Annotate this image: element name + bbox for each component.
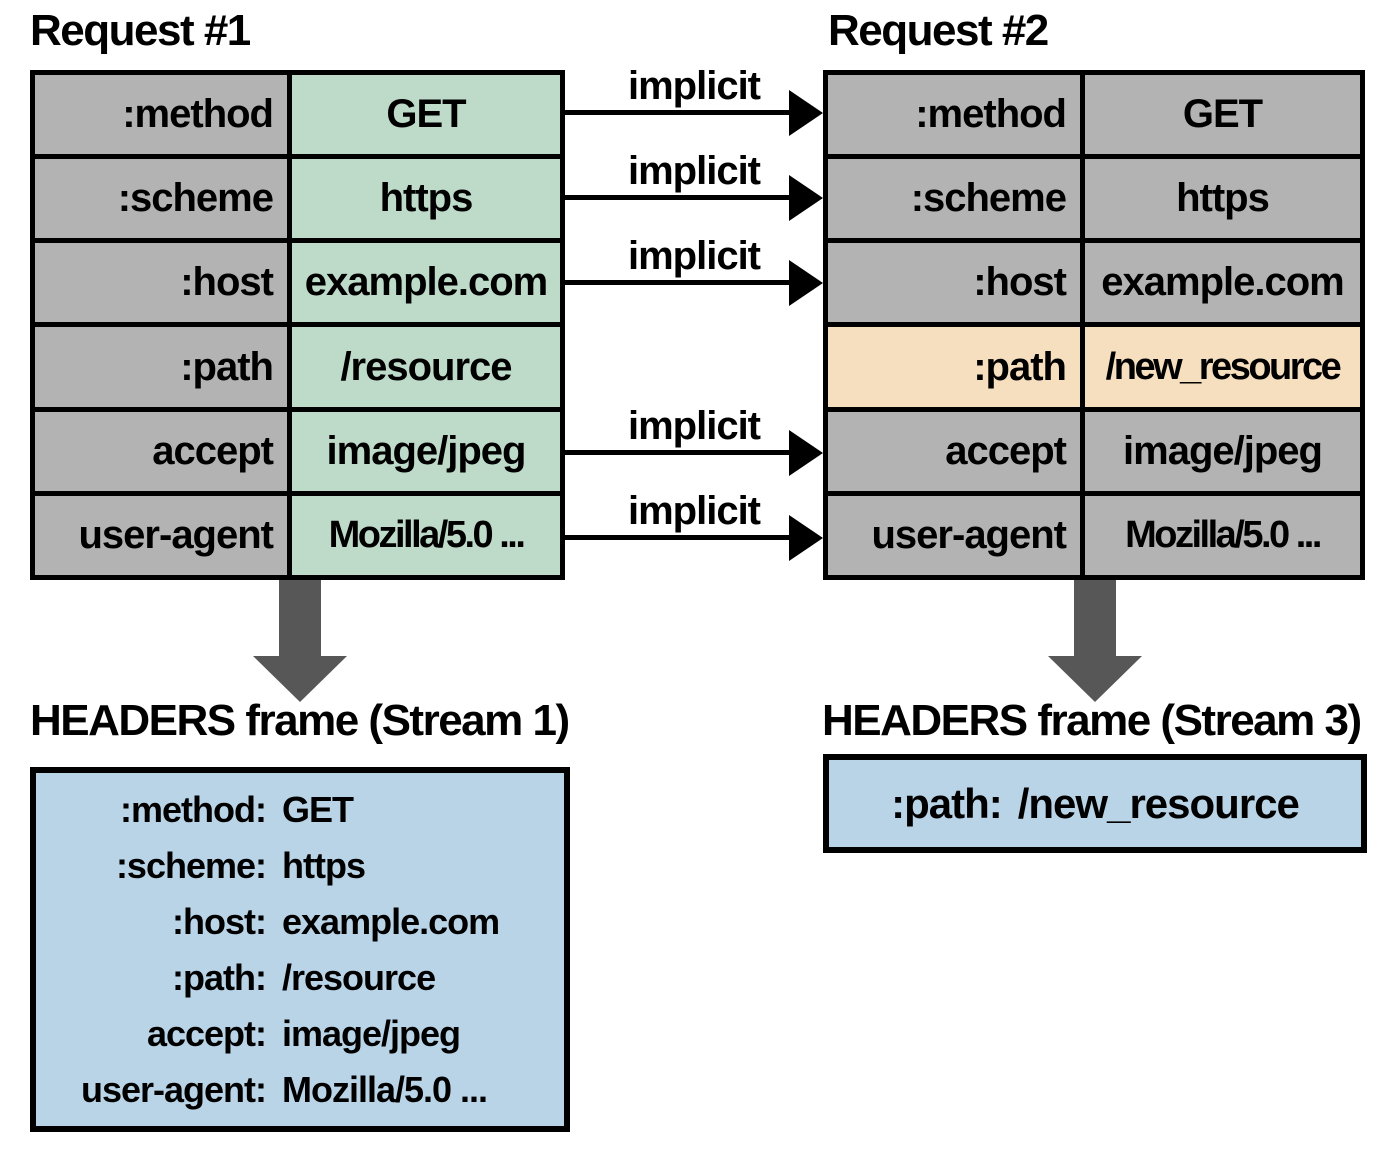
request2-row-accept-name: accept (828, 411, 1080, 491)
down-arrow-icon (1074, 580, 1116, 658)
request2-row-method-value: GET (1085, 75, 1360, 155)
frame3-title: HEADERS frame (Stream 3) (822, 696, 1362, 745)
implicit-label: implicit (627, 149, 761, 193)
frame-line-value: /resource (282, 956, 436, 998)
frame1-box: :method: GET :scheme: https :host: examp… (30, 767, 570, 1132)
implicit-label: implicit (627, 489, 761, 533)
frame-line: accept: image/jpeg (36, 1006, 564, 1062)
down-arrow-icon (1048, 656, 1142, 702)
down-arrow-icon (279, 580, 321, 658)
request2-row-scheme-name: :scheme (828, 159, 1080, 239)
arrow-line (565, 450, 793, 455)
arrow-right-icon (789, 430, 823, 476)
frame-line-value: Mozilla/5.0 ... (282, 1068, 488, 1110)
implicit-arrow-scheme: implicit (565, 149, 823, 223)
implicit-label: implicit (627, 404, 761, 448)
implicit-label: implicit (627, 64, 761, 108)
frame1-title: HEADERS frame (Stream 1) (30, 696, 570, 745)
arrow-right-icon (789, 260, 823, 306)
request1-row-useragent-name: user-agent (35, 495, 287, 575)
implicit-label: implicit (627, 234, 761, 278)
request1-row-path-name: :path (35, 327, 287, 407)
frame-line-name: :path: (891, 779, 1003, 827)
frame-line-name: :method: (120, 788, 267, 830)
request2-row-method-name: :method (828, 75, 1080, 155)
frame-line-value: GET (282, 788, 354, 830)
request1-row-useragent-value: Mozilla/5.0 ... (292, 495, 560, 575)
request2-title: Request #2 (828, 6, 1049, 55)
arrow-right-icon (789, 175, 823, 221)
implicit-arrow-method: implicit (565, 64, 823, 138)
request2-row-host-value: example.com (1085, 243, 1360, 323)
request1-row-host-name: :host (35, 243, 287, 323)
request1-row-path-value: /resource (292, 327, 560, 407)
request1-row-host-value: example.com (292, 243, 560, 323)
frame-line-name: :host: (172, 900, 267, 942)
request1-row-method-value: GET (292, 75, 560, 155)
frame3-box: :path: /new_resource (823, 754, 1367, 853)
frame-line-name: :path: (172, 956, 267, 998)
frame-line: :host: example.com (36, 894, 564, 950)
frame-line-value: https (282, 844, 366, 886)
request2-row-scheme-value: https (1085, 159, 1360, 239)
request2-row-path-value: /new_resource (1085, 327, 1360, 407)
frame-line-value: example.com (282, 900, 500, 942)
implicit-arrow-host: implicit (565, 234, 823, 308)
request1-title: Request #1 (30, 6, 251, 55)
request1-row-accept-name: accept (35, 411, 287, 491)
request2-row-path-name: :path (828, 327, 1080, 407)
request2-row-host-name: :host (828, 243, 1080, 323)
request2-row-useragent-value: Mozilla/5.0 ... (1085, 495, 1360, 575)
frame-line: :path: /resource (36, 950, 564, 1006)
frame-line-name: accept: (146, 1012, 267, 1054)
request2-row-accept-value: image/jpeg (1085, 411, 1360, 491)
frame-line: :path: /new_resource (891, 779, 1300, 828)
request1-row-scheme-value: https (292, 159, 560, 239)
request1-row-method-name: :method (35, 75, 287, 155)
arrow-line (565, 535, 793, 540)
arrow-right-icon (789, 515, 823, 561)
frame-line-name: user-agent: (80, 1068, 267, 1110)
request1-table: :method GET :scheme https :host example.… (30, 70, 565, 580)
down-arrow-icon (253, 656, 347, 702)
frame-line-value: /new_resource (1017, 779, 1300, 827)
frame-line: user-agent: Mozilla/5.0 ... (36, 1062, 564, 1118)
frame-line-value: image/jpeg (282, 1012, 461, 1054)
frame-line: :method: GET (36, 782, 564, 838)
request1-row-accept-value: image/jpeg (292, 411, 560, 491)
request1-row-scheme-name: :scheme (35, 159, 287, 239)
request2-table: :method GET :scheme https :host example.… (823, 70, 1365, 580)
request2-row-useragent-name: user-agent (828, 495, 1080, 575)
implicit-arrow-accept: implicit (565, 404, 823, 478)
arrow-line (565, 110, 793, 115)
arrow-line (565, 280, 793, 285)
frame-line-name: :scheme: (115, 844, 267, 886)
implicit-arrow-useragent: implicit (565, 489, 823, 563)
arrow-line (565, 195, 793, 200)
frame-line: :scheme: https (36, 838, 564, 894)
arrow-right-icon (789, 90, 823, 136)
